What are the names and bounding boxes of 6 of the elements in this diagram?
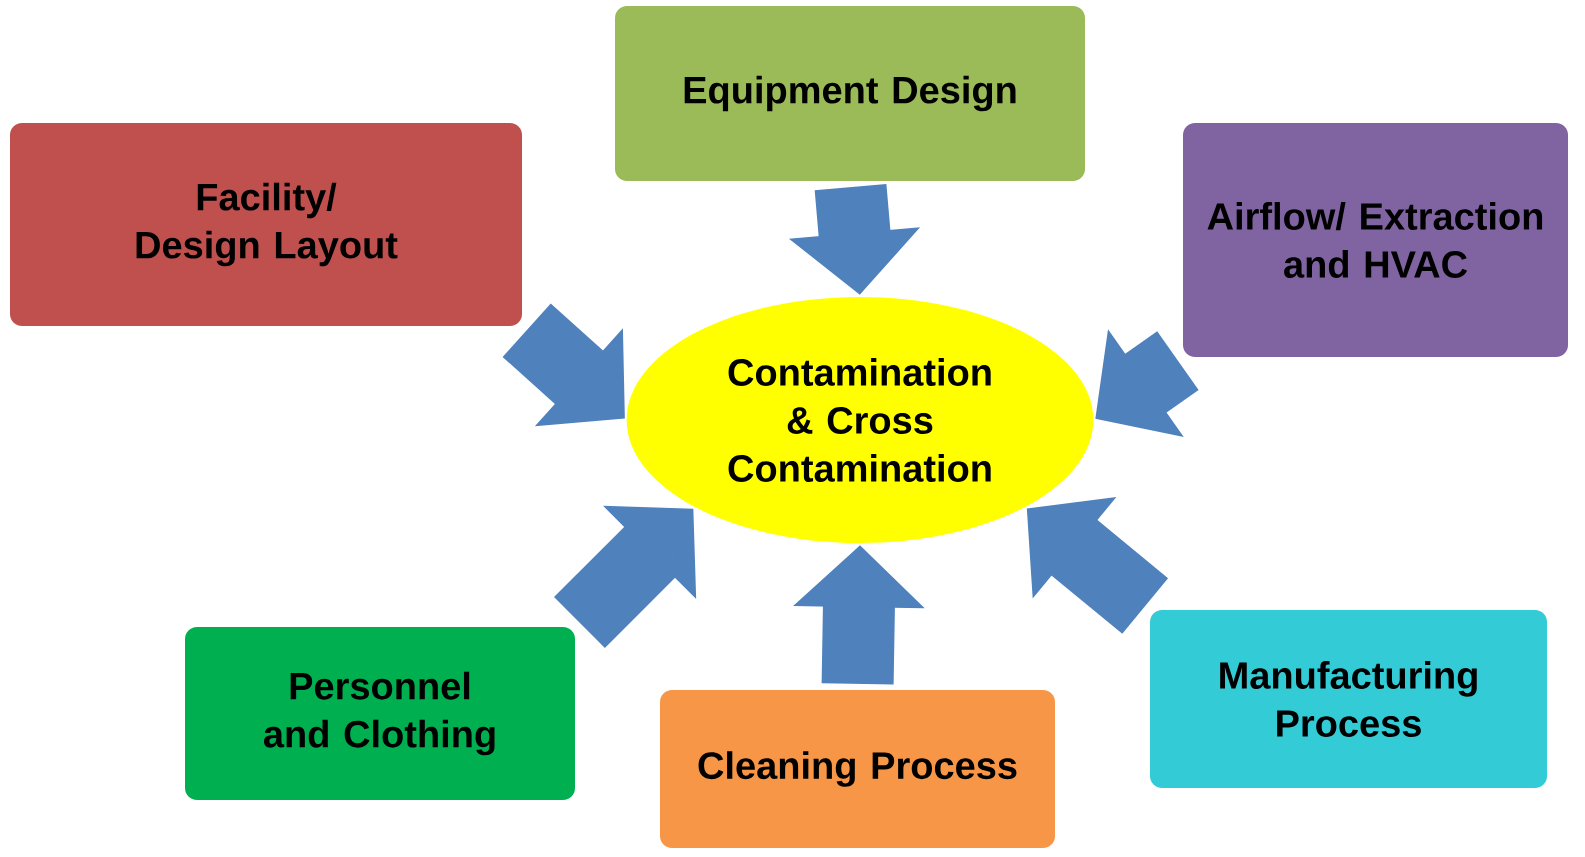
category-box: Equipment Design — [615, 6, 1085, 181]
category-box: Personnel and Clothing — [185, 627, 575, 800]
category-box: Airflow/ Extraction and HVAC — [1183, 123, 1568, 357]
category-box: Manufacturing Process — [1150, 610, 1547, 788]
category-box: Cleaning Process — [660, 690, 1055, 848]
category-box: Facility/ Design Layout — [10, 123, 522, 326]
